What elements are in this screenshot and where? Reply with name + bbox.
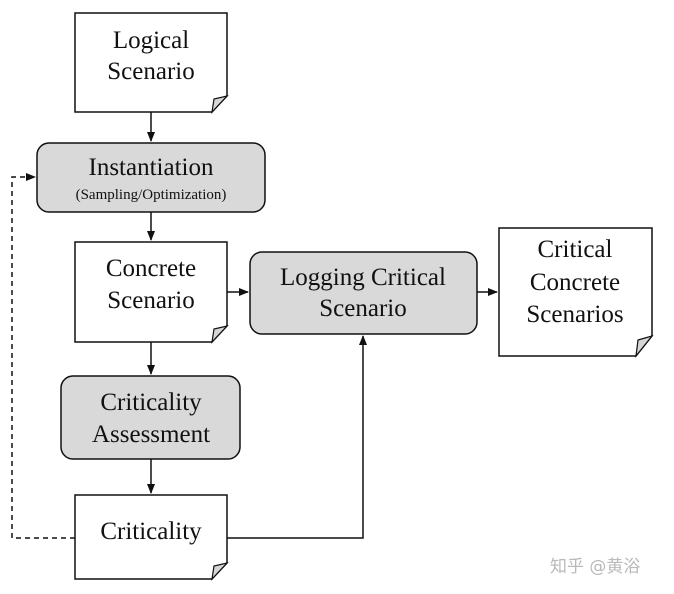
criticality-assessment-line1: Criticality: [100, 389, 202, 416]
logging-critical-scenario-line1: Logging Critical: [280, 264, 446, 291]
arrow-criticality-to-logging: [227, 335, 367, 539]
logging-critical-scenario-box: Logging Critical Scenario: [249, 251, 478, 335]
criticality-label: Criticality: [100, 518, 202, 545]
criticality-assessment-line2: Assessment: [92, 421, 210, 448]
concrete-scenario-doc: Concrete Scenario: [74, 241, 229, 344]
logical-scenario-line1: Logical: [113, 27, 189, 54]
instantiation-title: Instantiation: [89, 154, 214, 181]
instantiation-box: Instantiation (Sampling/Optimization): [36, 142, 266, 213]
logical-scenario-line2: Scenario: [107, 58, 194, 85]
instantiation-subtitle: (Sampling/Optimization): [76, 187, 227, 203]
critical-concrete-scenarios-line2: Concrete: [530, 269, 620, 296]
criticality-doc: Criticality: [74, 494, 229, 581]
critical-concrete-scenarios-line3: Scenarios: [526, 301, 623, 328]
logical-scenario-doc: Logical Scenario: [74, 12, 229, 114]
watermark: 知乎 @黄浴: [550, 557, 641, 577]
concrete-scenario-line1: Concrete: [106, 255, 196, 282]
criticality-assessment-box: Criticality Assessment: [60, 375, 241, 460]
dashed-feedback-arrow: [11, 173, 75, 539]
critical-concrete-scenarios-doc: Critical Concrete Scenarios: [498, 227, 654, 359]
concrete-scenario-line2: Scenario: [107, 287, 194, 314]
logging-critical-scenario-line2: Scenario: [319, 295, 406, 322]
critical-concrete-scenarios-line1: Critical: [538, 236, 613, 263]
